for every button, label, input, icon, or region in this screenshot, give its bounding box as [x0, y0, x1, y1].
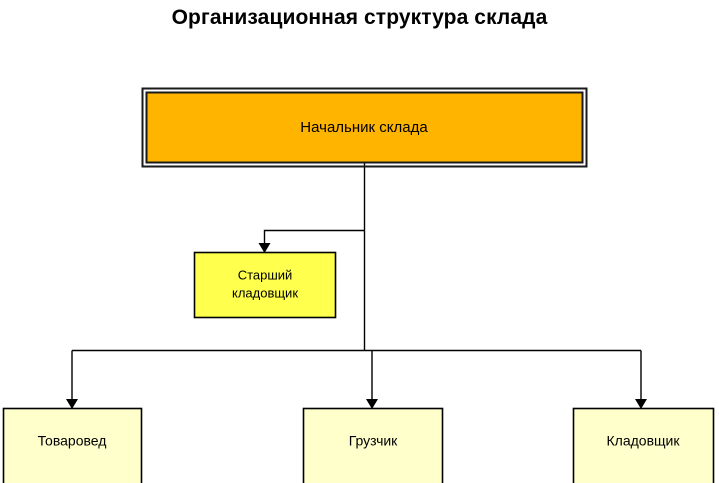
node-root-outer-frame	[141, 87, 588, 168]
page-title: Организационная структура склада	[171, 6, 548, 29]
connector-group	[66, 163, 647, 409]
node-loader[interactable]: Грузчик	[302, 407, 444, 483]
node-loader-body	[302, 407, 444, 483]
node-storekeeper[interactable]: Кладовщик	[572, 407, 715, 483]
node-loader-label: Грузчик	[349, 433, 398, 449]
arrowhead-senior-storekeeper	[258, 243, 271, 253]
node-senior-storekeeper[interactable]: Старший кладовщик	[193, 251, 337, 319]
node-merchandiser[interactable]: Товаровед	[2, 407, 143, 483]
node-root[interactable]: Начальник склада	[141, 87, 588, 168]
node-merchandiser-body	[2, 407, 143, 483]
arrowhead-loader	[366, 399, 378, 409]
node-senior-storekeeper-body	[193, 251, 337, 319]
arrowhead-storekeeper	[635, 399, 647, 409]
arrowhead-merchandiser	[66, 399, 78, 409]
node-root-body	[145, 91, 584, 164]
node-senior-storekeeper-label-line2: кладовщик	[232, 285, 298, 300]
node-merchandiser-label: Товаровед	[38, 433, 107, 449]
node-root-label: Начальник склада	[300, 119, 428, 136]
node-senior-storekeeper-label-line1: Старший	[238, 267, 293, 282]
node-storekeeper-label: Кладовщик	[607, 433, 681, 449]
connector-to-senior-storekeeper	[263, 229, 365, 244]
node-storekeeper-body	[572, 407, 715, 483]
